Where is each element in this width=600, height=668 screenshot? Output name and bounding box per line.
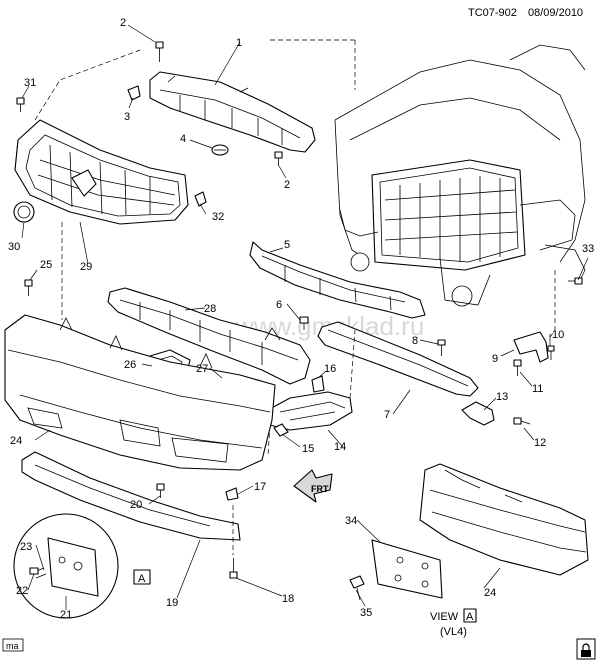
callout-7: 7 [384,409,390,421]
corner-tag: ma [2,638,24,652]
callout-32: 32 [212,211,224,223]
ref-box-A [133,569,151,585]
callout-4: 4 [180,133,186,145]
fastener-33 [568,277,583,285]
callout-21: 21 [60,609,72,621]
front-arrow: FRT [293,469,333,503]
bolt-25 [24,279,33,296]
front-arrow-label: FRT [311,484,329,494]
callout-17: 17 [254,481,266,493]
callout-33: 33 [582,243,594,255]
callout-10: 10 [552,329,564,341]
emblem-ring-30 [13,201,35,223]
clip-4 [211,144,229,156]
grille-upper-support [149,71,316,153]
corner-tag-label: ma [6,641,19,651]
callout-29: 29 [80,261,92,273]
drawing-date: 08/09/2010 [528,7,583,19]
view-a-detail [349,463,589,601]
callout-3: 3 [124,111,130,123]
callout-27: 27 [196,363,208,375]
bolt-10 [547,345,555,360]
callout-31: 31 [24,77,36,89]
callout-25: 25 [40,259,52,271]
bolt-8 [437,339,446,356]
ref-box-letter: A [138,573,146,585]
leader-lines [21,24,589,610]
callout-24-left: 24 [10,435,22,447]
view-label: VIEW A (VL4) [430,608,477,638]
callout-9: 9 [492,353,498,365]
clip-16 [311,375,325,393]
callout-35: 35 [360,607,372,619]
bolt-31 [16,97,25,112]
callout-2-right: 2 [284,179,290,191]
bracket-13 [461,401,495,426]
callout-30: 30 [8,241,20,253]
clip-32 [194,191,207,207]
callout-14: 14 [334,441,346,453]
callout-2-top: 2 [120,17,126,29]
callout-19: 19 [166,597,178,609]
callout-12: 12 [534,437,546,449]
callout-labels: 1 2 2 3 4 5 6 7 8 9 10 11 12 13 14 15 16… [8,17,594,621]
clip-3 [127,85,141,101]
callout-11: 11 [532,383,543,395]
fastener-15 [273,423,289,437]
license-plate-detail: A [13,513,151,619]
bolt-12 [513,417,531,425]
view-word: VIEW [430,611,459,623]
bumper-fascia-24 [4,314,276,471]
bracket-9 [513,331,549,363]
callout-22: 22 [16,585,28,597]
callout-16: 16 [324,363,336,375]
callout-34: 34 [345,515,357,527]
impact-bar-7 [317,321,479,397]
callout-8: 8 [412,335,418,347]
bolt-20 [156,483,165,498]
callout-6: 6 [276,299,282,311]
bolt-18 [229,558,238,579]
nut-17 [225,487,239,501]
bolt-2-top [155,41,164,62]
callout-23: 23 [20,541,32,553]
callout-20: 20 [130,499,142,511]
vehicle-front-structure [268,39,586,307]
view-letter: A [466,611,474,623]
callout-24-right: 24 [484,587,496,599]
radiator-grille [14,119,189,225]
callout-13: 13 [496,391,508,403]
callout-26: 26 [124,359,136,371]
view-variant: (VL4) [440,626,467,638]
callout-5: 5 [284,239,290,251]
lower-valance-19 [21,451,241,541]
callout-15: 15 [302,443,314,455]
callout-1: 1 [236,37,242,49]
drawing-id: TC07-902 [468,7,517,19]
bolt-11 [513,359,522,376]
energy-absorber-5 [249,241,426,319]
bolt-2-right [274,151,283,166]
lock-icon [576,638,596,660]
callout-28: 28 [204,303,216,315]
callout-18: 18 [282,593,294,605]
energy-absorber-28 [107,287,311,385]
